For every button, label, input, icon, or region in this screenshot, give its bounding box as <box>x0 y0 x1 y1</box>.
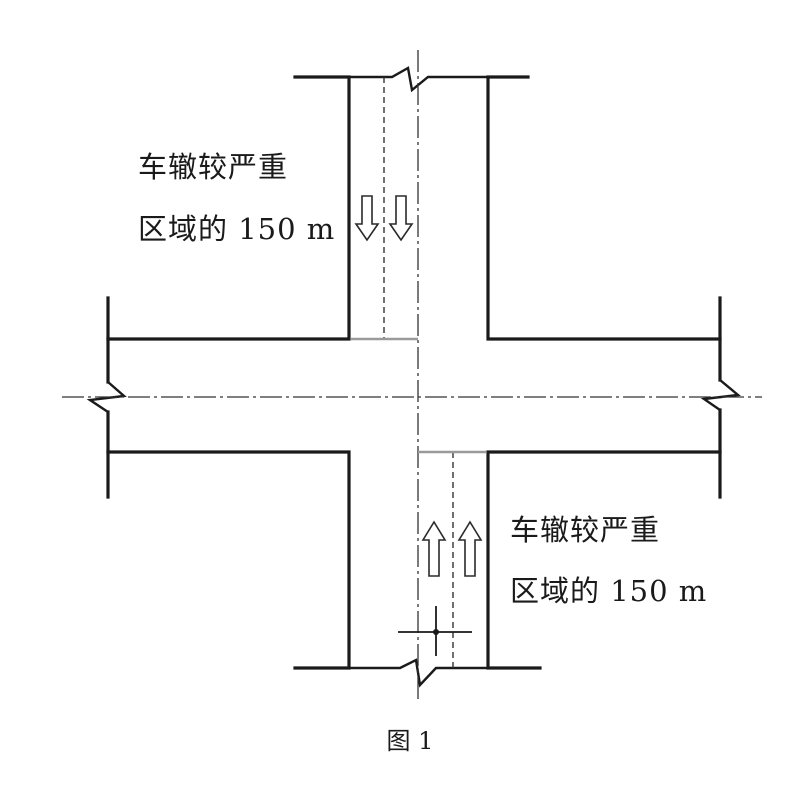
bottom-label-line2: 区域的 150 m <box>510 574 707 608</box>
top-label-line1: 车辙较严重 <box>138 150 288 184</box>
down-arrow-right <box>388 195 414 242</box>
south-road <box>106 450 722 688</box>
figure-caption: 图 1 <box>387 727 434 755</box>
north-road-right-edge <box>486 75 722 341</box>
up-arrow-left <box>421 520 447 577</box>
west-road-end <box>86 296 127 499</box>
top-label-line2: 区域的 150 m <box>138 212 335 246</box>
north-direction-arrows <box>354 195 414 242</box>
north-road <box>106 66 722 341</box>
east-road-end <box>700 296 741 499</box>
south-road-left-edge <box>106 450 351 670</box>
north-break-symbol <box>349 66 488 93</box>
down-arrow-left <box>354 195 380 242</box>
cross-mark-center <box>433 629 439 635</box>
north-road-left-edge <box>106 75 351 341</box>
east-break-symbol <box>700 379 741 411</box>
south-direction-arrows <box>421 520 483 577</box>
cross-mark <box>398 606 472 656</box>
up-arrow-right <box>457 520 483 577</box>
west-break-symbol <box>86 381 127 413</box>
south-road-right-edge <box>486 450 722 670</box>
bottom-label-line1: 车辙较严重 <box>510 513 660 547</box>
